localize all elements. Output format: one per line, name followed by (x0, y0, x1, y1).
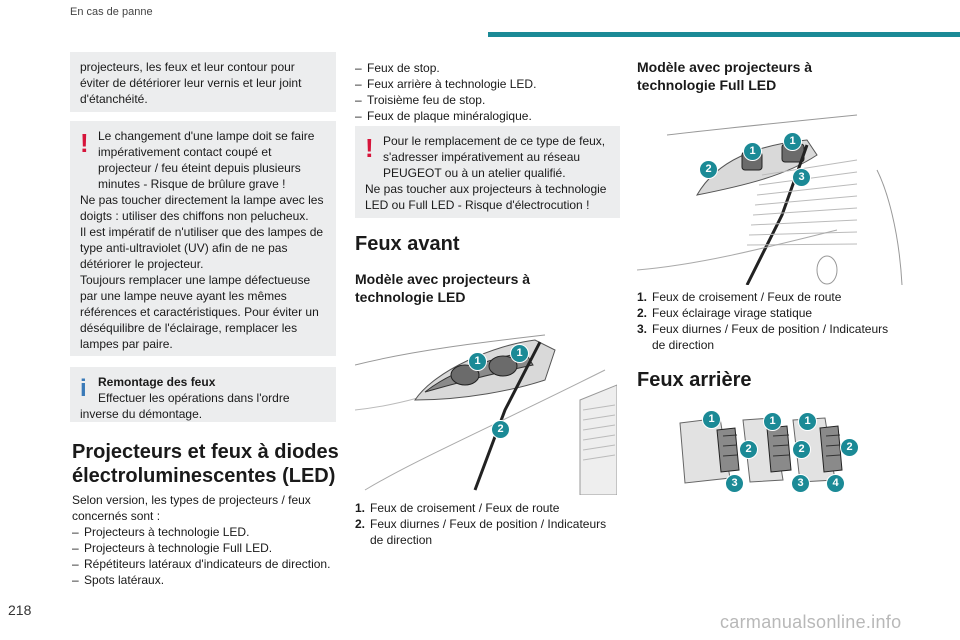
callout-badge: 2 (699, 160, 718, 179)
info-box-remontage: i Remontage des feux Effectuer les opéra… (70, 367, 336, 422)
list-item-text: Répétiteurs latéraux d'indicateurs de di… (84, 557, 331, 571)
led-intro-block: Selon version, les types de projecteurs … (72, 492, 344, 588)
callout-badge: 3 (725, 474, 744, 493)
headlamp-drawing (636, 114, 903, 286)
callout-badge: 2 (491, 420, 510, 439)
callout-badge: 1 (702, 410, 721, 429)
legend-item: 1.Feux de croisement / Feux de route (355, 501, 560, 515)
watermark: carmanualsonline.info (720, 612, 902, 632)
fullled-headlamp-illustration: 1 1 2 3 (636, 100, 909, 286)
callout-badge: 1 (468, 352, 487, 371)
list-item-text: Troisième feu de stop. (367, 93, 486, 107)
callout-badge: 1 (783, 132, 802, 151)
warning-line-1: Pour le remplacement de ce type de feux,… (383, 134, 606, 180)
callout-badge: 3 (791, 474, 810, 493)
warning-line-2: Ne pas toucher directement la lampe avec… (80, 193, 324, 223)
callout-badge: 3 (792, 168, 811, 187)
header-accent-bar (488, 32, 960, 37)
list-item: –Spots latéraux. (72, 573, 165, 587)
warning-line-3: Il est impératif de n'utiliser que des l… (80, 225, 324, 271)
warning-line-4: Toujours remplacer une lampe défectueuse… (80, 273, 319, 351)
fullled-legend: 1.Feux de croisement / Feux de route 2.F… (637, 289, 902, 353)
warning-box-led: ! Pour le remplacement de ce type de feu… (355, 126, 620, 218)
continuation-text: projecteurs, les feux et leur contour po… (80, 60, 302, 106)
list-item-text: Spots latéraux. (84, 573, 165, 587)
legend-item: 2.Feux diurnes / Feux de position / Indi… (355, 516, 620, 548)
warning-line-1: Le changement d'une lampe doit se faire … (98, 129, 315, 191)
callout-badge: 1 (763, 412, 782, 431)
rear-lamp-drawing (679, 417, 843, 484)
warning-box-lamp: ! Le changement d'une lampe doit se fair… (70, 121, 336, 356)
list-item-text: Feux arrière à technologie LED. (367, 77, 537, 91)
led-headlamp-illustration: 1 1 2 (354, 310, 618, 496)
list-item: –Projecteurs à technologie Full LED. (72, 541, 273, 555)
legend-text: Feux de croisement / Feux de route (652, 290, 842, 304)
info-icon: i (80, 375, 87, 402)
callout-badge: 4 (826, 474, 845, 493)
legend-text: Feux de croisement / Feux de route (370, 501, 560, 515)
continuation-box: projecteurs, les feux et leur contour po… (70, 52, 336, 112)
warning-icon: ! (365, 133, 374, 163)
list-item: –Feux de stop. (355, 61, 440, 75)
list-item: –Feux de plaque minéralogique. (355, 109, 532, 123)
subheading-fullled: Modèle avec projecteurs à technologie Fu… (637, 59, 813, 93)
rear-lights-list: –Feux de stop. –Feux arrière à technolog… (355, 60, 620, 124)
callout-badge: 2 (840, 438, 859, 457)
list-item-text: Projecteurs à technologie LED. (84, 525, 250, 539)
header-section: En cas de panne (70, 6, 153, 18)
led-intro: Selon version, les types de projecteurs … (72, 493, 311, 523)
callout-badge: 1 (510, 344, 529, 363)
section-heading-front: Feux avant (355, 233, 460, 255)
list-item-text: Feux de plaque minéralogique. (367, 109, 532, 123)
headlamp-drawing (354, 334, 618, 496)
list-item: –Feux arrière à technologie LED. (355, 77, 537, 91)
legend-item: 1.Feux de croisement / Feux de route (637, 290, 842, 304)
list-item-text: Projecteurs à technologie Full LED. (84, 541, 273, 555)
section-heading-rear: Feux arrière (637, 369, 752, 391)
subheading-led: Modèle avec projecteurs à technologie LE… (355, 271, 531, 305)
list-item: –Troisième feu de stop. (355, 93, 486, 107)
legend-item: 2.Feux éclairage virage statique (637, 306, 813, 320)
legend-text: Feux diurnes / Feux de position / Indica… (370, 517, 607, 547)
legend-text: Feux éclairage virage statique (652, 306, 813, 320)
legend-item: 3.Feux diurnes / Feux de position / Indi… (637, 321, 902, 353)
callout-badge: 1 (743, 142, 762, 161)
led-legend: 1.Feux de croisement / Feux de route 2.F… (355, 500, 620, 548)
page-number: 218 (8, 602, 32, 618)
rear-lights-illustration: 1 1 1 2 2 2 3 3 4 (675, 408, 865, 493)
warning-icon: ! (80, 128, 89, 158)
list-item: –Projecteurs à technologie LED. (72, 525, 250, 539)
info-text: Effectuer les opérations dans l'ordre in… (80, 391, 290, 421)
callout-badge: 2 (792, 440, 811, 459)
warning-line-2: Ne pas toucher aux projecteurs à technol… (365, 182, 607, 212)
legend-text: Feux diurnes / Feux de position / Indica… (652, 322, 889, 352)
section-heading-led: Projecteurs et feux à diodes électrolumi… (72, 441, 339, 487)
list-item-text: Feux de stop. (367, 61, 440, 75)
callout-badge: 2 (739, 440, 758, 459)
info-title: Remontage des feux (98, 375, 216, 389)
list-item: –Répétiteurs latéraux d'indicateurs de d… (72, 557, 331, 571)
callout-badge: 1 (798, 412, 817, 431)
